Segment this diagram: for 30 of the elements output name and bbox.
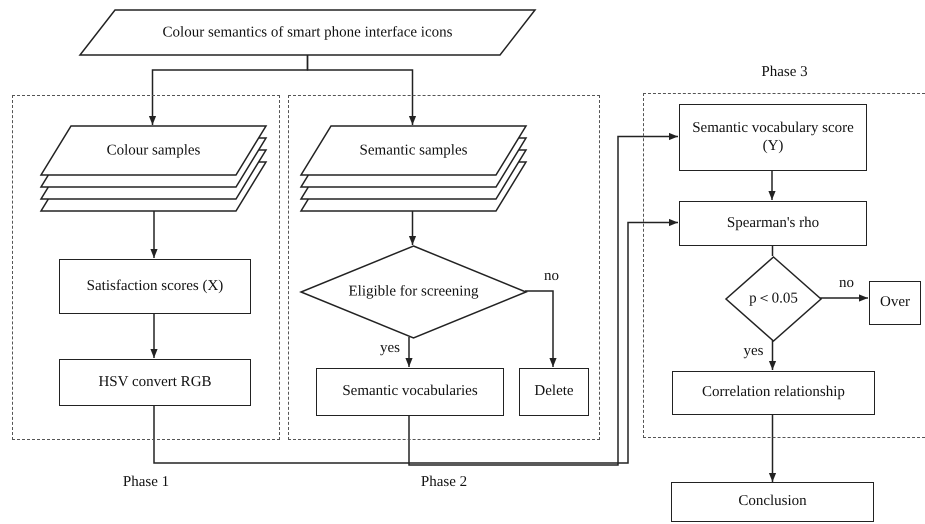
process-box: Conclusion [671, 482, 874, 522]
input-text: Colour semantics of smart phone interface icons [162, 24, 454, 42]
arrow [768, 414, 776, 482]
stack-label: Colour samples [106, 142, 202, 160]
phase-label: Phase 3 [761, 64, 808, 81]
arrow [820, 294, 868, 302]
arrow [306, 55, 416, 125]
phase-label: Phase 2 [420, 474, 468, 491]
arrow [150, 313, 158, 358]
arrow [153, 218, 678, 464]
stack-label: Semantic samples [358, 142, 468, 160]
process-box: Delete [519, 368, 589, 416]
decision-label: p＜0.05 [748, 290, 799, 308]
arrow [768, 170, 776, 200]
arrow [405, 337, 413, 367]
process-box: HSV convert RGB [59, 359, 251, 406]
process-box: Satisfaction scores (X) [59, 259, 251, 314]
decision-label: Eligible for screening [348, 283, 480, 301]
process-box: Spearman's rho [679, 201, 867, 246]
process-box: Over [869, 281, 921, 325]
process-box: Correlation relationship [672, 371, 875, 415]
process-box: Semantic vocabularies [316, 368, 504, 416]
process-box: Semantic vocabulary score (Y) [679, 104, 867, 171]
arrow [408, 132, 678, 466]
arrow [408, 210, 416, 245]
connector-line [772, 245, 774, 256]
arrow [150, 210, 158, 258]
arrow [525, 290, 557, 367]
phase-label: Phase 1 [122, 474, 170, 491]
arrow [768, 340, 776, 370]
